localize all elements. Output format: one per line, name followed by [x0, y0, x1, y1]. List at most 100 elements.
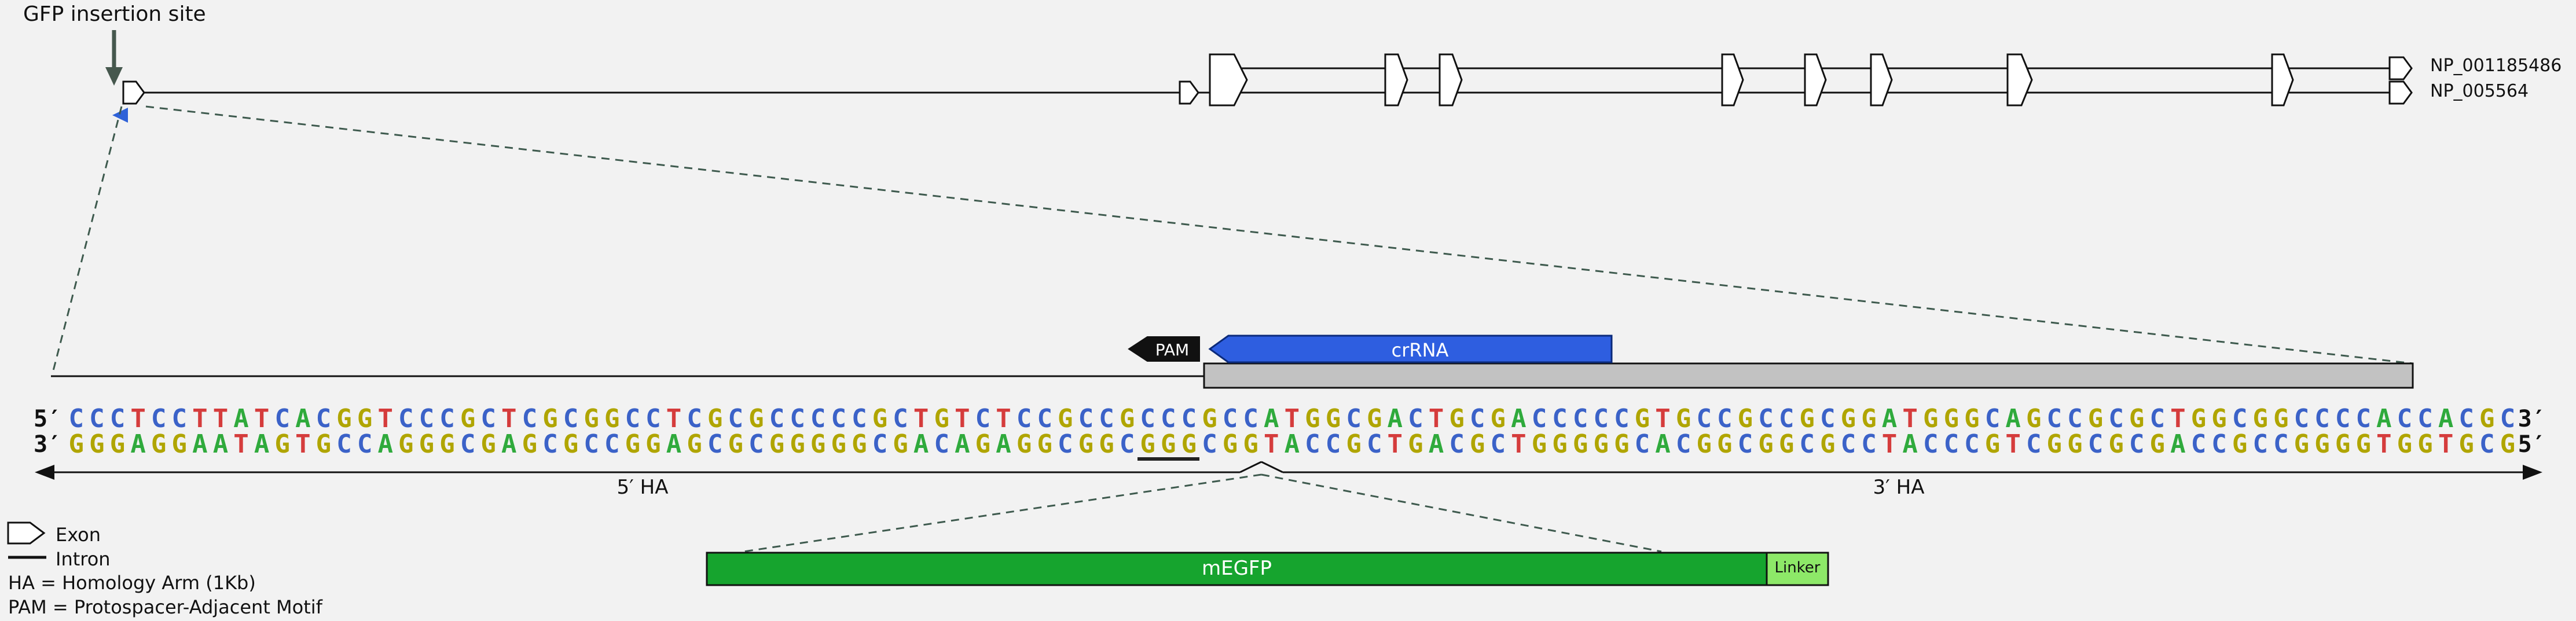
nucleotide: C — [171, 404, 188, 433]
transcript-label-1: NP_001185486 — [2430, 56, 2562, 76]
nucleotide: C — [2025, 429, 2042, 459]
crrna-arrow — [1208, 335, 1613, 363]
nucleotide: G — [687, 429, 702, 459]
nucleotide: A — [1263, 404, 1279, 433]
nucleotide: C — [1593, 404, 1609, 433]
nucleotide: G — [707, 404, 723, 433]
nucleotide: C — [584, 429, 599, 459]
crrna-label: crRNA — [1391, 339, 1449, 361]
nucleotide: C — [1717, 404, 1733, 433]
nucleotide: G — [1572, 429, 1588, 459]
nucleotide: C — [2417, 404, 2433, 433]
nucleotide: C — [810, 404, 826, 433]
nucleotide: G — [1799, 404, 1815, 433]
nucleotide: G — [1449, 404, 1465, 433]
nucleotide: G — [522, 429, 538, 459]
nucleotide: T — [2005, 429, 2021, 459]
nucleotide: C — [109, 404, 126, 433]
nucleotide: G — [2108, 429, 2124, 459]
nucleotide: G — [2087, 404, 2104, 433]
nucleotide: T — [1284, 404, 1300, 433]
nucleotide: A — [192, 429, 208, 459]
nucleotide: G — [563, 429, 579, 459]
nucleotide: G — [2500, 429, 2516, 459]
crrna-direction-triangle — [112, 108, 128, 123]
nucleotide: G — [439, 429, 455, 459]
nucleotide: G — [645, 429, 661, 459]
nucleotide: C — [1346, 404, 1362, 433]
prime-label-right: 5′ — [2518, 431, 2546, 458]
nucleotide: C — [1325, 429, 1341, 459]
nucleotide: G — [2273, 404, 2289, 433]
nucleotide: C — [151, 404, 167, 433]
nucleotide: G — [1984, 429, 2001, 459]
nucleotide: G — [1325, 404, 1341, 433]
nucleotide: G — [1346, 429, 1362, 459]
nucleotide: A — [955, 429, 970, 459]
nucleotide: G — [1058, 404, 1073, 433]
nucleotide: C — [1161, 404, 1176, 433]
nucleotide: C — [1964, 429, 1980, 459]
nucleotide: C — [1202, 429, 1217, 459]
nucleotide: G — [2294, 429, 2310, 459]
nucleotide: C — [1016, 404, 1032, 433]
nucleotide: G — [2211, 404, 2227, 433]
nucleotide: G — [1408, 429, 1423, 459]
nucleotide: G — [2190, 404, 2207, 433]
nucleotide: G — [810, 429, 826, 459]
exon-shape — [2006, 53, 2033, 106]
nucleotide: G — [1675, 404, 1691, 433]
nucleotide: C — [68, 404, 85, 433]
nucleotide: A — [1428, 429, 1444, 459]
nucleotide: T — [212, 404, 229, 433]
exon-shape — [1870, 53, 1893, 106]
nucleotide: T — [377, 404, 393, 433]
nucleotide: A — [233, 404, 249, 433]
exon-shape — [1384, 53, 1408, 106]
nucleotide: T — [913, 404, 929, 433]
nucleotide: G — [109, 429, 126, 459]
megfp-label: mEGFP — [1201, 557, 1272, 580]
insert-guide-line-left — [743, 473, 1262, 553]
nucleotide: G — [2479, 404, 2495, 433]
nucleotide: A — [1881, 404, 1898, 433]
nucleotide: G — [1099, 429, 1114, 459]
nucleotide: G — [274, 429, 290, 459]
nucleotide: A — [1511, 404, 1526, 433]
nucleotide: C — [2211, 429, 2227, 459]
nucleotide: C — [1078, 404, 1094, 433]
nucleotide: A — [1902, 429, 1918, 459]
ha-peak-left — [1239, 461, 1262, 473]
nucleotide: A — [254, 429, 270, 459]
ha-peak-right — [1261, 461, 1283, 473]
nucleotide: G — [604, 404, 620, 433]
nucleotide: C — [1531, 404, 1547, 433]
nucleotide: G — [1078, 429, 1094, 459]
nucleotide: C — [1449, 429, 1465, 459]
nucleotide: C — [1552, 404, 1568, 433]
nucleotide: C — [1037, 404, 1052, 433]
nucleotide: A — [2005, 404, 2021, 433]
exon-shape — [1721, 53, 1744, 106]
nucleotide: T — [666, 404, 682, 433]
nucleotide: C — [2129, 429, 2145, 459]
nucleotide: C — [1758, 404, 1774, 433]
nucleotide: G — [315, 429, 332, 459]
nucleotide: T — [233, 429, 249, 459]
nucleotide: G — [2025, 404, 2042, 433]
nucleotide: T — [2438, 429, 2454, 459]
nucleotide: G — [1137, 432, 1158, 461]
nucleotide: G — [1922, 404, 1939, 433]
nucleotide: T — [1511, 429, 1526, 459]
nucleotide: G — [728, 429, 744, 459]
exon-shape — [1804, 53, 1827, 106]
nucleotide: C — [315, 404, 332, 433]
nucleotide: G — [1840, 404, 1856, 433]
nucleotide: G — [790, 429, 805, 459]
nucleotide: T — [2170, 404, 2186, 433]
nucleotide: C — [1675, 429, 1691, 459]
nucleotide: G — [584, 404, 599, 433]
nucleotide: C — [1861, 429, 1877, 459]
nucleotide: C — [1943, 429, 1959, 459]
